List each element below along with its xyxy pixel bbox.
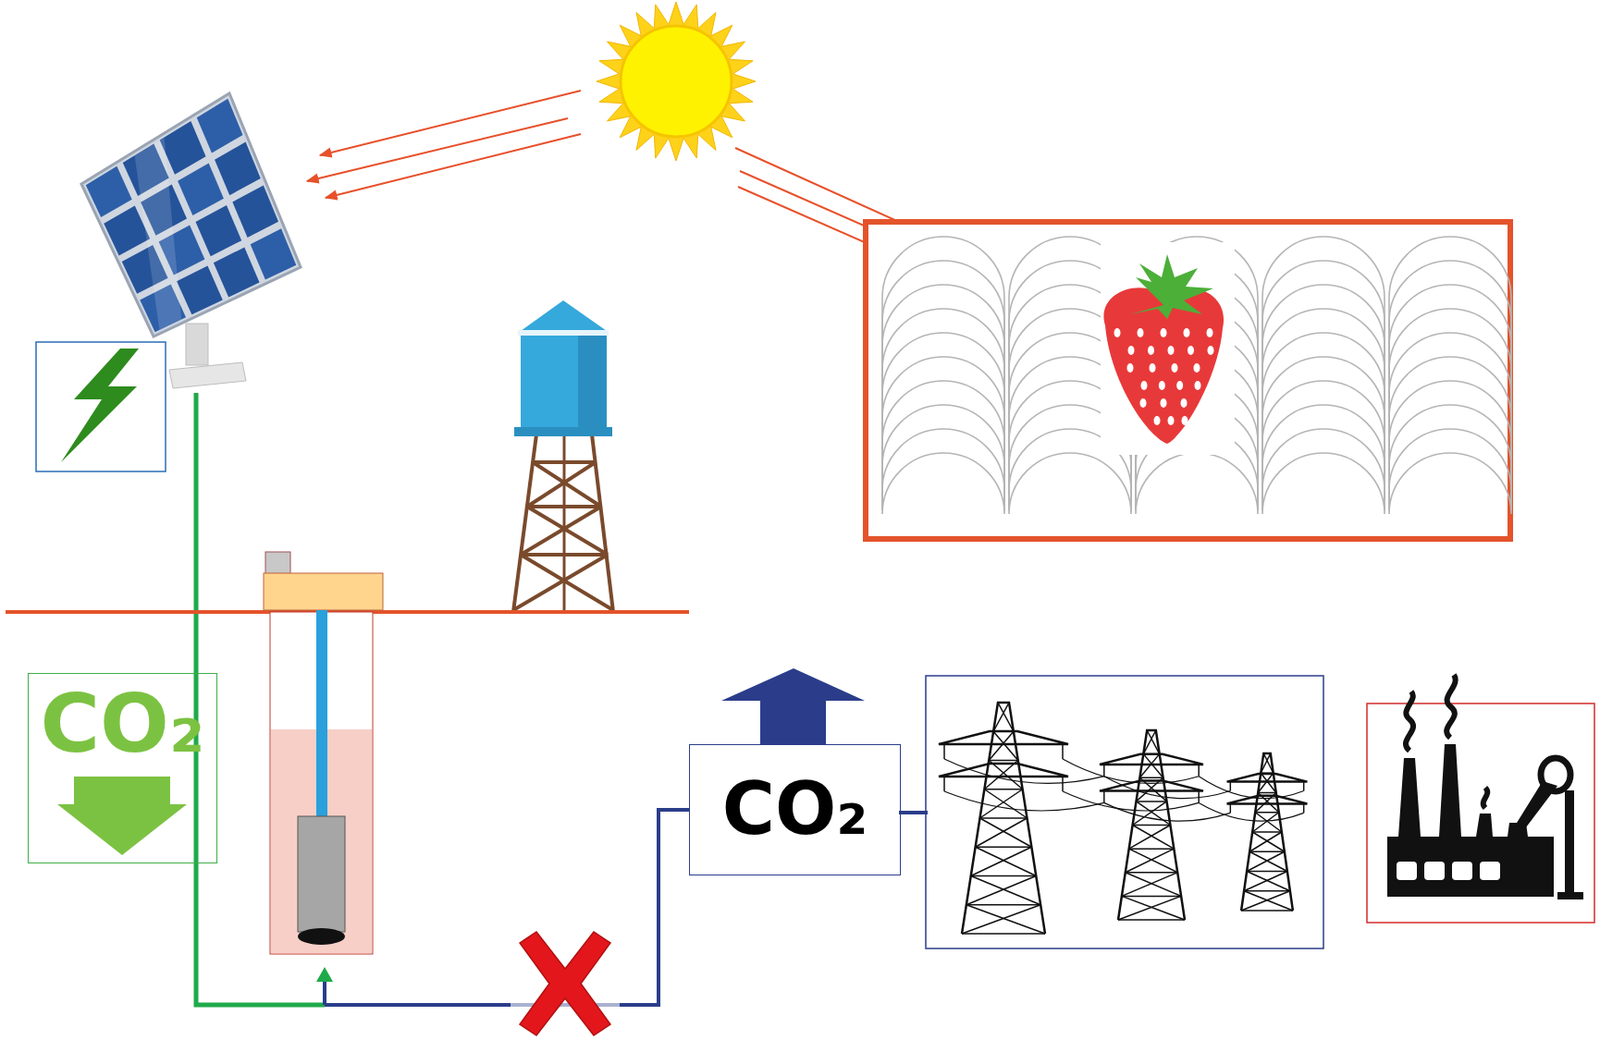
power-grid-box xyxy=(925,676,1324,949)
sun xyxy=(596,1,756,161)
blocked-cross xyxy=(510,932,620,1040)
pump-feed xyxy=(322,980,327,1006)
water-tower xyxy=(513,300,614,613)
strawberry-ground xyxy=(1100,242,1235,456)
power-plant-box xyxy=(1366,703,1595,924)
power-pylons xyxy=(938,702,1307,935)
greenhouse-tunnels xyxy=(882,236,1512,515)
greenhouse-frame xyxy=(865,221,1511,540)
grid-wire xyxy=(898,811,928,815)
strawberry xyxy=(1103,254,1224,444)
pump-feed-arrow xyxy=(316,967,333,983)
co2-box: CO₂ xyxy=(689,744,901,876)
borehole xyxy=(263,552,383,955)
lightning-bolt xyxy=(61,348,139,463)
co2-label: CO₂ xyxy=(722,770,869,850)
reduction-arrow xyxy=(57,776,187,856)
emission-arrow xyxy=(721,668,865,745)
power-plant xyxy=(1387,675,1584,900)
co2-box: CO₂ xyxy=(27,673,218,864)
energy-box xyxy=(36,342,166,472)
co2-label: CO₂ xyxy=(40,679,206,770)
